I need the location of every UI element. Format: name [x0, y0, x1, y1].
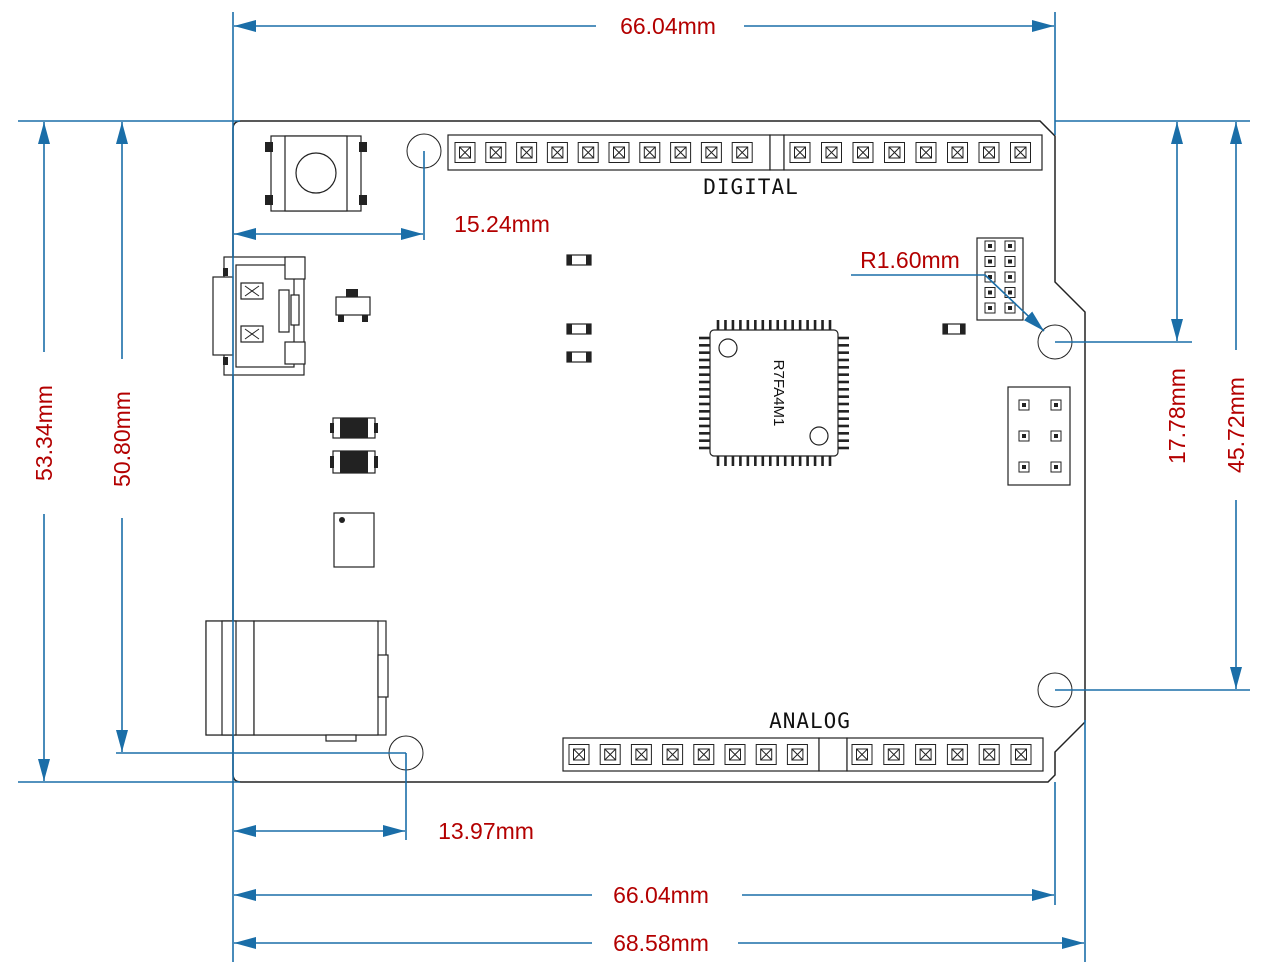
dim-board-width: 68.58mm [234, 930, 1084, 956]
digital-label: DIGITAL [703, 175, 799, 199]
smd-resistor-3 [566, 351, 592, 363]
power-jack [205, 620, 389, 742]
analog-pin [883, 744, 905, 765]
dim-top-width: 66.04mm [234, 13, 1054, 39]
analog-pin [630, 744, 652, 765]
analog-pin [915, 744, 937, 765]
dim-bottom-hole-width-label: 66.04mm [613, 882, 709, 908]
diode-2 [330, 450, 378, 474]
analog-pin [786, 744, 808, 765]
digital-pin [608, 142, 630, 163]
dim-hole-span-left-label: 50.80mm [109, 391, 135, 487]
dim-hole-radius-label: R1.60mm [860, 247, 960, 273]
digital-pin [577, 142, 599, 163]
dim-right-hole-offset-label: 17.78mm [1164, 368, 1190, 464]
dim-top-width-label: 66.04mm [620, 13, 716, 39]
smd-resistor-2 [566, 323, 592, 335]
analog-pin [946, 744, 968, 765]
dim-button-hole-offset-label: 15.24mm [454, 211, 550, 237]
analog-pin [851, 744, 873, 765]
dim-bottom-hole-offset-label: 13.97mm [438, 818, 534, 844]
dim-right-hole-span-label: 45.72mm [1223, 377, 1249, 473]
digital-pin [978, 142, 1000, 163]
digital-pin [516, 142, 538, 163]
dim-bottom-hole-width: 66.04mm [234, 882, 1054, 908]
mcu-label: R7FA4M1 [770, 360, 787, 427]
digital-pin [1010, 142, 1031, 163]
analog-pin [978, 744, 1000, 765]
dim-hole-span-left: 50.80mm [109, 122, 135, 752]
voltage-regulator [335, 289, 371, 322]
digital-pin [789, 142, 811, 163]
usb-connector [212, 256, 306, 376]
digital-pin [852, 142, 874, 163]
dim-board-height: 53.34mm [31, 122, 57, 781]
analog-label: ANALOG [769, 709, 851, 733]
dim-hole-radius: R1.60mm [851, 247, 1045, 332]
analog-pin [724, 744, 746, 765]
extension-lines [18, 12, 1250, 962]
dim-bottom-hole-offset: 13.97mm [234, 818, 534, 844]
analog-pin [693, 744, 715, 765]
digital-pin [700, 142, 722, 163]
diode-1 [330, 417, 378, 439]
digital-pin [947, 142, 968, 163]
small-ic [333, 512, 375, 568]
analog-pin [1010, 744, 1032, 765]
analog-pin [568, 744, 590, 765]
digital-pin [485, 142, 507, 163]
digital-pin [454, 142, 476, 163]
dim-button-hole-offset: 15.24mm [234, 211, 550, 240]
analog-pin [755, 744, 777, 765]
dim-board-height-label: 53.34mm [31, 385, 57, 481]
digital-header [447, 134, 1043, 171]
digital-pin [884, 142, 905, 163]
smd-resistor-4 [942, 323, 966, 335]
digital-pin [546, 142, 568, 163]
dim-board-width-label: 68.58mm [613, 930, 709, 956]
smd-resistor-1 [566, 254, 592, 266]
icsp-header [1007, 386, 1071, 486]
digital-pin [670, 142, 692, 163]
digital-pin [821, 142, 842, 163]
debug-header [976, 237, 1024, 321]
digital-pin [731, 142, 753, 163]
dim-right-hole-offset: 17.78mm [1164, 122, 1190, 464]
analog-pin [599, 744, 621, 765]
analog-pin [662, 744, 684, 765]
analog-header [562, 737, 1044, 772]
dim-right-hole-span: 45.72mm [1223, 122, 1249, 689]
mcu-chip: R7FA4M1 [699, 320, 849, 466]
digital-pin [639, 142, 661, 163]
reset-button [265, 135, 367, 212]
digital-pin [915, 142, 937, 163]
